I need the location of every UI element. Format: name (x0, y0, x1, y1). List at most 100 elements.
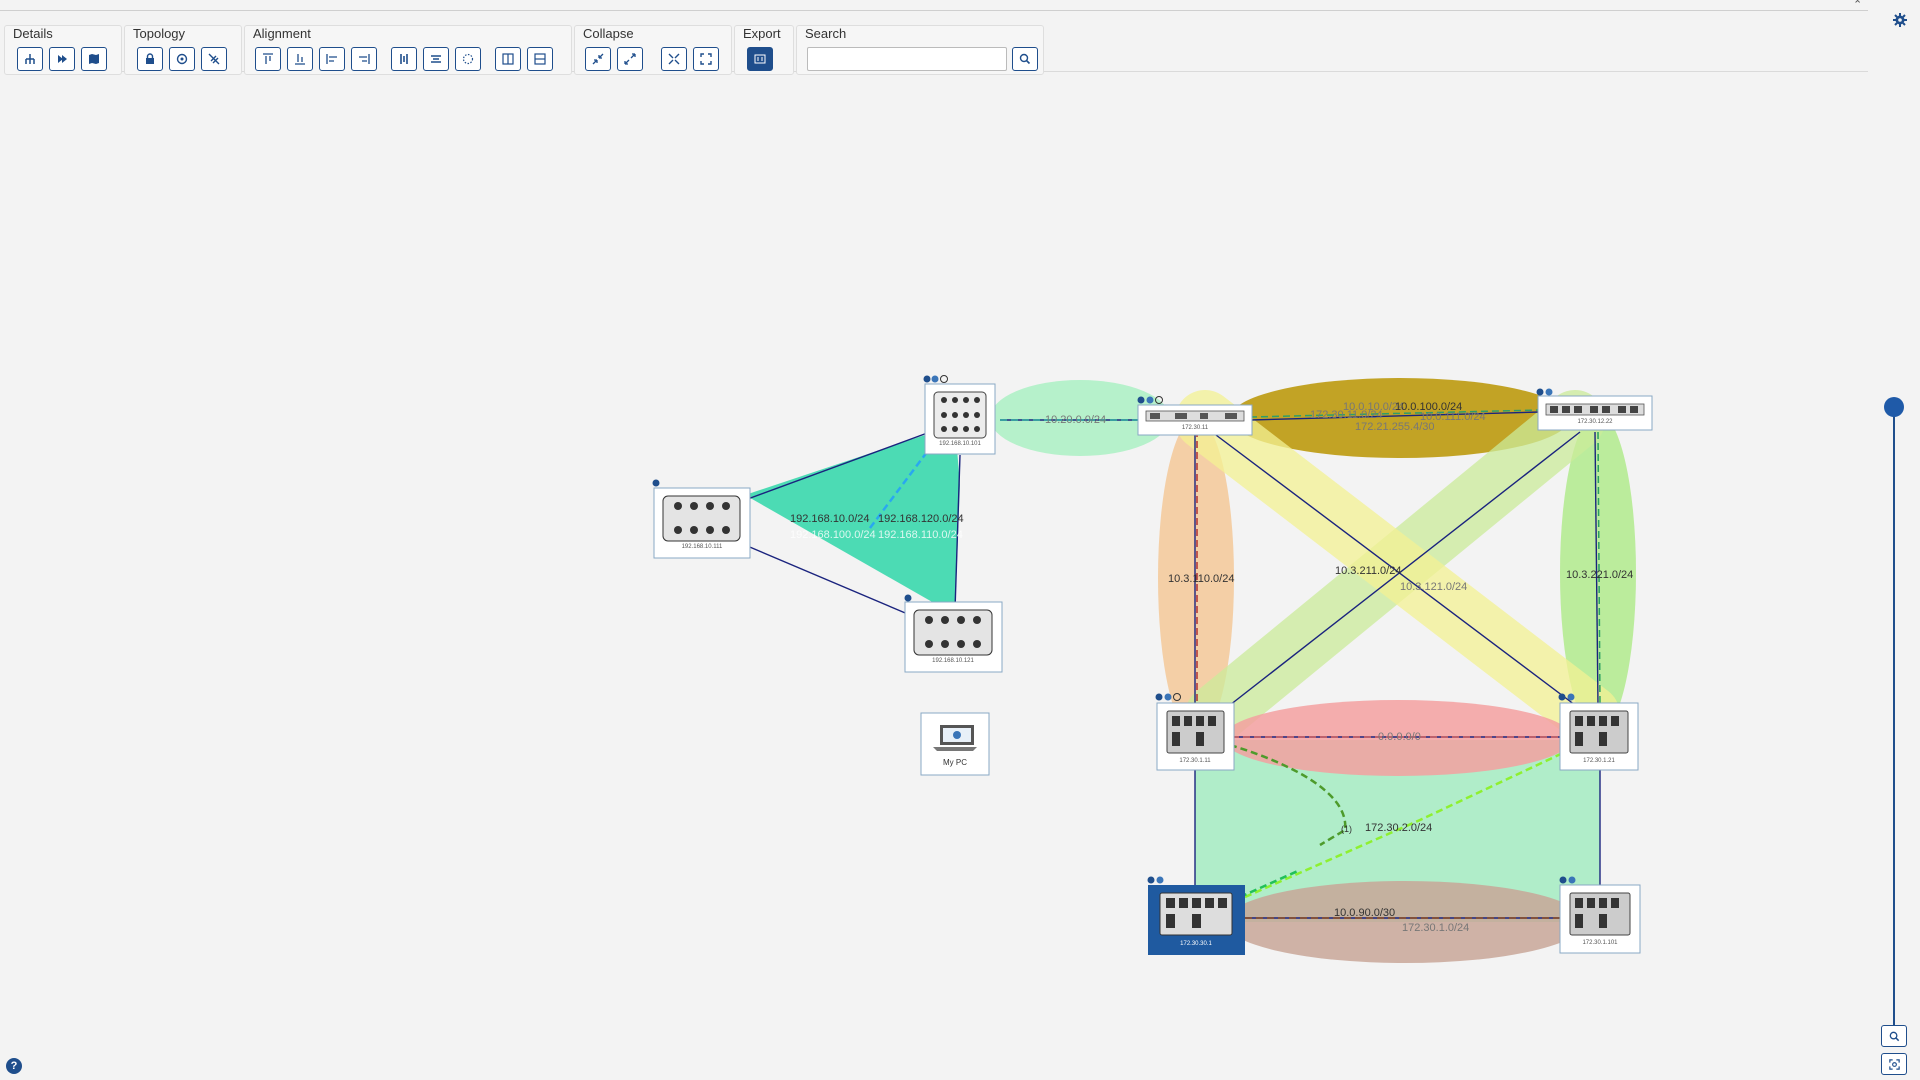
align-right-button[interactable] (351, 47, 377, 71)
collapse-all-button[interactable] (661, 47, 687, 71)
network-label: 10.3.221.0/24 (1566, 569, 1633, 581)
device-172-30-1-21[interactable]: 172.30.1.21 (1558, 693, 1639, 771)
device-label: 172.30.1.101 (1582, 940, 1618, 946)
link-off-icon (208, 53, 220, 65)
network-label: 10.0.111.0/24 (1420, 411, 1486, 423)
device-172-30-12-22[interactable]: 172.30.12.22 (1536, 388, 1653, 431)
network-label: 10.0.90.0/30 (1334, 907, 1395, 919)
network-label: 10.3.211.0/24 (1335, 565, 1401, 577)
search-button[interactable] (1012, 47, 1038, 71)
distribute-vertical-icon (431, 55, 441, 63)
fit-view-icon (1888, 1058, 1900, 1070)
lock-button[interactable] (137, 47, 163, 71)
device-label: 172.30.1.11 (1179, 758, 1211, 764)
alignment-group: Alignment (244, 25, 572, 75)
split-horizontal-icon (502, 53, 514, 65)
target-button[interactable] (169, 47, 195, 71)
device-172-30-11[interactable]: 172.30.11 (1137, 396, 1253, 436)
network-area-192-168 (745, 425, 960, 615)
network-label: 192.168.120.0/24 (878, 513, 964, 525)
split-horizontal-button[interactable] (495, 47, 521, 71)
dashed-links (869, 409, 1601, 919)
network-area-0-0-0-0 (1223, 700, 1573, 776)
device-192-168-10-111[interactable]: 192.168.10.111 (652, 479, 751, 559)
network-area-172-30-1 (1225, 881, 1585, 963)
network-label: 172.30.11.0/24 (1310, 409, 1383, 421)
network-area-10-3-221 (1560, 413, 1636, 733)
search-label: Search (805, 26, 847, 41)
details-group: Details (4, 25, 122, 75)
network-area-10-3-110 (1158, 418, 1234, 738)
network-label: 192.168.110.0/24 (878, 529, 963, 541)
align-left-button[interactable] (319, 47, 345, 71)
export-group: Export (734, 25, 794, 75)
topology-label: Topology (133, 26, 186, 41)
network-label: 10.0.10.0/24 (1343, 401, 1404, 413)
device-192-168-10-101[interactable]: 192.168.10.101 (923, 375, 996, 455)
collapse-icon (592, 53, 604, 65)
map-button[interactable] (81, 47, 107, 71)
split-vertical-button[interactable] (527, 47, 553, 71)
png-export-button[interactable] (747, 47, 773, 71)
align-right-icon (359, 54, 370, 64)
expand-button[interactable] (617, 47, 643, 71)
collapse-button[interactable] (585, 47, 611, 71)
align-top-button[interactable] (255, 47, 281, 71)
network-label: 172.30.1.0/24 (1402, 922, 1469, 934)
device-label: 192.168.10.111 (682, 544, 723, 550)
network-label: 192.168.10.0/24 (790, 513, 870, 525)
zoom-icon (1889, 1031, 1899, 1041)
network-label: 10.0.100.0/24 (1395, 401, 1462, 413)
link-off-button[interactable] (201, 47, 227, 71)
device-192-168-10-121[interactable]: 192.168.10.121 (904, 594, 1003, 673)
network-label: 0.0.0.0/0 (1378, 731, 1421, 743)
device-172-30-30-1-selected[interactable]: 172.30.30.1 (1147, 876, 1246, 956)
split-vertical-icon (534, 53, 546, 65)
zoom-slider-handle[interactable] (1884, 397, 1904, 417)
expand-all-icon (700, 53, 712, 65)
device-172-30-1-11[interactable]: 172.30.1.11 (1155, 693, 1235, 771)
device-label: 172.30.30.1 (1180, 941, 1212, 947)
network-area-10-20 (990, 380, 1170, 456)
toolbar: Details Topology Alignment (4, 15, 1868, 75)
device-label: 172.30.11 (1182, 425, 1209, 431)
distribute-vertical-button[interactable] (423, 47, 449, 71)
forward-icon (58, 55, 67, 63)
settings-icon[interactable] (1892, 12, 1908, 28)
device-label: 172.30.1.21 (1583, 758, 1615, 764)
search-group: Search (796, 25, 1044, 75)
collapse-all-icon (668, 53, 680, 65)
distribute-horizontal-button[interactable] (391, 47, 417, 71)
align-bottom-button[interactable] (287, 47, 313, 71)
details-label: Details (13, 26, 53, 41)
zoom-slider-track[interactable] (1893, 408, 1895, 1025)
network-label: 172.30.2.0/24 (1365, 822, 1432, 834)
expand-all-button[interactable] (693, 47, 719, 71)
network-label: 172.21.255.4/30 (1355, 421, 1435, 433)
collapse-toolbar-icon[interactable]: ⌃ (1853, 0, 1863, 11)
fit-view-button[interactable] (1881, 1053, 1907, 1075)
search-input[interactable] (807, 47, 1007, 71)
network-label: 10.3.121.0/24 (1400, 581, 1467, 593)
png-export-icon (754, 54, 766, 64)
align-left-icon (326, 54, 337, 64)
device-172-30-1-101[interactable]: 172.30.1.101 (1559, 876, 1641, 954)
topology-group: Topology (124, 25, 242, 75)
device-label: 172.30.12.22 (1577, 419, 1613, 425)
link-count-badge: (1) (1341, 824, 1352, 834)
device-my-pc[interactable]: My PC (920, 712, 990, 776)
top-bar: ⌃ (0, 0, 1868, 11)
forward-button[interactable] (49, 47, 75, 71)
circle-layout-button[interactable] (455, 47, 481, 71)
network-area-10-3-121 (1175, 390, 1620, 745)
network-label: 10.20.0.0/24 (1045, 414, 1106, 426)
tree-layout-icon (25, 54, 35, 64)
zoom-button[interactable] (1881, 1025, 1907, 1047)
tree-layout-button[interactable] (17, 47, 43, 71)
circle-layout-icon (462, 53, 474, 65)
alignment-label: Alignment (253, 26, 311, 41)
network-label: 10.3.110.0/24 (1168, 573, 1234, 585)
network-area-10-0 (1230, 378, 1570, 458)
topology-canvas[interactable]: 192.168.10.111 192.168.10.101 192.168.10… (0, 0, 1870, 1080)
help-icon[interactable]: ? (6, 1058, 22, 1074)
